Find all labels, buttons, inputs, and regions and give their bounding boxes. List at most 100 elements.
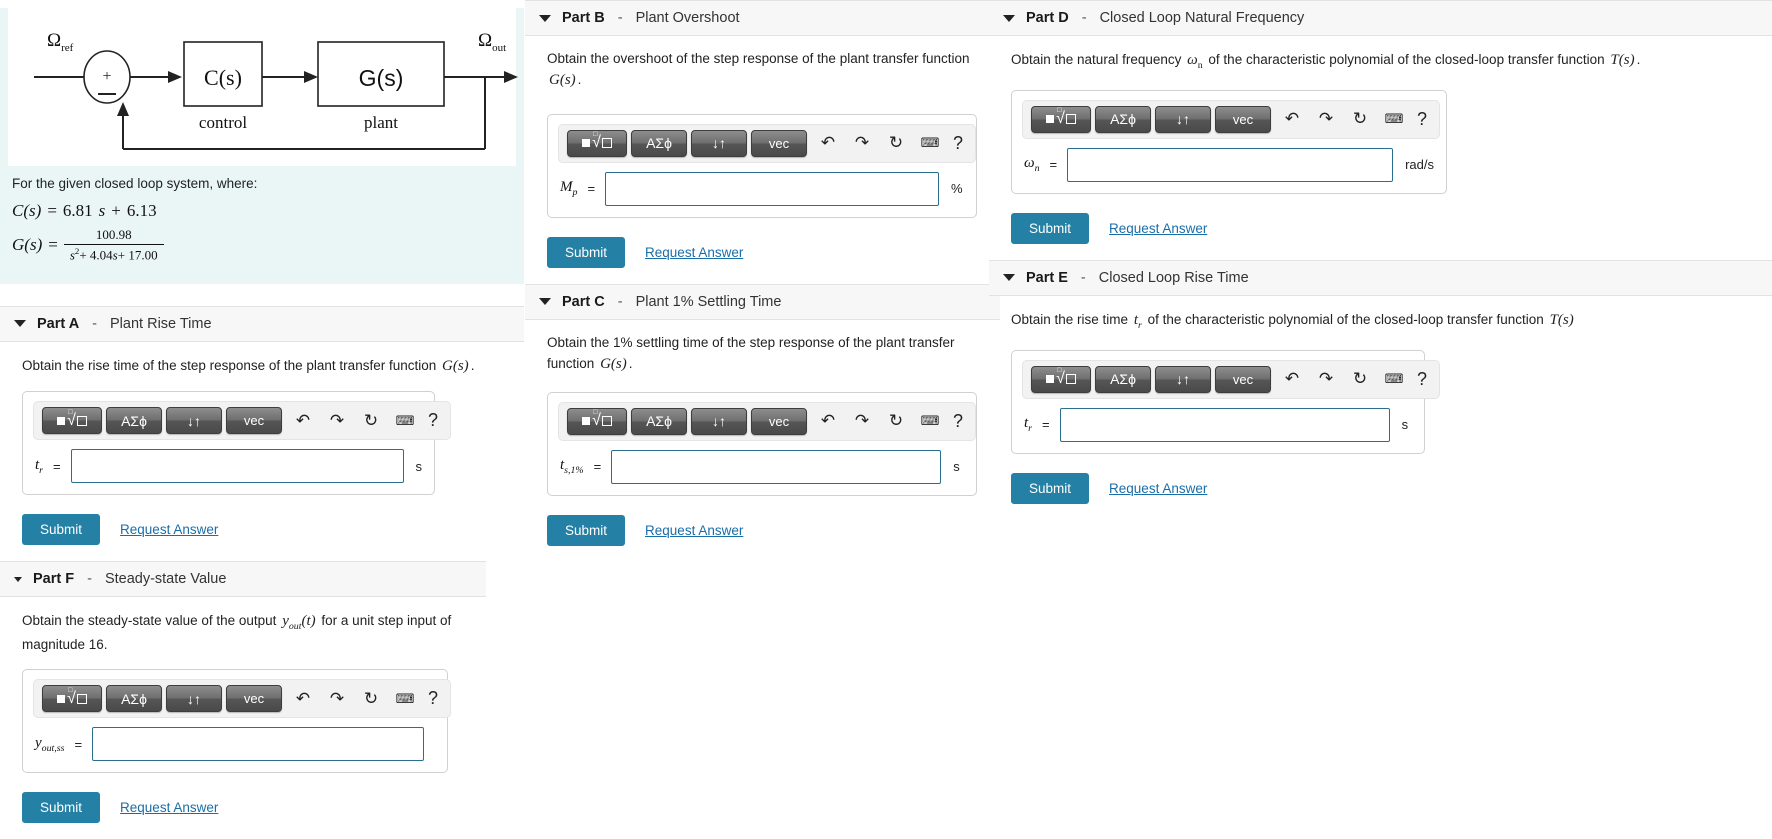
collapse-caret-icon-c[interactable]: [539, 298, 551, 306]
greek-symbols-button[interactable]: ΑΣϕ: [106, 685, 162, 713]
request-answer-link-e[interactable]: Request Answer: [1109, 480, 1208, 496]
redo-icon[interactable]: ↷: [854, 133, 870, 153]
part-body-f: Obtain the steady-state value of the out…: [0, 597, 524, 779]
updown-arrows-button[interactable]: ↓↑: [166, 407, 222, 435]
collapse-caret-icon-e[interactable]: [1003, 274, 1015, 282]
help-icon[interactable]: ?: [1417, 368, 1428, 389]
submit-button-c[interactable]: Submit: [547, 514, 626, 546]
request-answer-link-a[interactable]: Request Answer: [120, 522, 219, 538]
vector-button[interactable]: vec: [751, 129, 807, 157]
part-header-c[interactable]: Part C - Plant 1% Settling Time: [525, 283, 1000, 320]
gs-numerator: 100.98: [63, 227, 164, 246]
redo-icon[interactable]: ↷: [854, 411, 870, 430]
part-header-f[interactable]: Part F - Steady-state Value: [0, 561, 486, 598]
redo-icon[interactable]: ↷: [1318, 369, 1334, 389]
part-question-d-post: .: [1636, 52, 1641, 67]
root-template-button[interactable]: □√: [567, 129, 627, 157]
keyboard-icon[interactable]: ⌨: [1384, 371, 1404, 387]
root-template-button[interactable]: □√: [42, 685, 102, 713]
submit-button-f[interactable]: Submit: [22, 792, 101, 824]
collapse-caret-icon-d[interactable]: [1003, 14, 1015, 22]
submit-button-e[interactable]: Submit: [1011, 472, 1090, 504]
gs-equals: =: [48, 235, 58, 255]
request-answer-link-b[interactable]: Request Answer: [645, 244, 744, 260]
collapse-caret-icon-b[interactable]: [539, 14, 551, 22]
reset-icon[interactable]: ↻: [888, 411, 904, 430]
greek-symbols-button[interactable]: ΑΣϕ: [631, 407, 687, 435]
collapse-caret-icon-a[interactable]: [14, 320, 26, 328]
redo-icon[interactable]: ↷: [329, 410, 345, 430]
updown-arrows-button[interactable]: ↓↑: [691, 129, 747, 157]
submit-button-b[interactable]: Submit: [547, 236, 626, 268]
redo-icon[interactable]: ↷: [329, 688, 345, 708]
answer-input-d[interactable]: [1067, 147, 1394, 182]
greek-symbols-button[interactable]: ΑΣϕ: [106, 407, 162, 435]
answer-card-c: □√ ΑΣϕ ↓↑ vec ↶ ↷ ↻ ⌨ ? ts,1% = s: [547, 391, 977, 496]
collapse-caret-icon-f[interactable]: [14, 576, 22, 582]
undo-icon[interactable]: ↶: [1284, 109, 1300, 129]
part-header-b[interactable]: Part B - Plant Overshoot: [525, 0, 1000, 36]
vector-button[interactable]: vec: [226, 685, 282, 713]
answer-label-c: ts,1%: [560, 457, 584, 476]
root-template-button[interactable]: □√: [42, 407, 102, 435]
reset-icon[interactable]: ↻: [1352, 109, 1368, 129]
answer-equals-a: =: [53, 458, 61, 474]
greek-symbols-button[interactable]: ΑΣϕ: [631, 129, 687, 157]
updown-arrows-label: ↓↑: [187, 690, 201, 707]
part-dash-b: -: [617, 10, 623, 26]
svg-text:Ωref: Ωref: [47, 30, 74, 54]
answer-input-c[interactable]: [611, 449, 942, 484]
part-question-c-post: .: [628, 356, 633, 371]
root-template-button[interactable]: □√: [1031, 365, 1091, 393]
updown-arrows-button[interactable]: ↓↑: [1155, 365, 1211, 393]
keyboard-icon[interactable]: ⌨: [395, 690, 415, 706]
keyboard-icon[interactable]: ⌨: [1384, 111, 1404, 127]
redo-icon[interactable]: ↷: [1318, 109, 1334, 129]
undo-icon[interactable]: ↶: [820, 133, 836, 153]
reset-icon[interactable]: ↻: [363, 688, 379, 708]
answer-input-f[interactable]: [92, 727, 425, 762]
part-header-d[interactable]: Part D - Closed Loop Natural Frequency: [989, 0, 1772, 36]
undo-icon[interactable]: ↶: [295, 410, 311, 430]
undo-icon[interactable]: ↶: [295, 688, 311, 708]
reset-icon[interactable]: ↻: [363, 410, 379, 430]
help-icon[interactable]: ?: [1417, 108, 1428, 129]
updown-arrows-button[interactable]: ↓↑: [691, 407, 747, 435]
undo-icon[interactable]: ↶: [820, 411, 836, 430]
answer-input-e[interactable]: [1059, 407, 1390, 442]
reset-icon[interactable]: ↻: [888, 133, 904, 153]
answer-input-b[interactable]: [605, 171, 940, 206]
reset-icon[interactable]: ↻: [1352, 369, 1368, 389]
greek-symbols-button[interactable]: ΑΣϕ: [1095, 365, 1151, 393]
submit-button-d[interactable]: Submit: [1011, 212, 1090, 244]
request-answer-link-f[interactable]: Request Answer: [120, 800, 219, 816]
root-template-button[interactable]: □√: [1031, 105, 1091, 133]
keyboard-icon[interactable]: ⌨: [920, 135, 940, 151]
answer-label-a: tr: [35, 456, 44, 476]
gs-den-const: 17.00: [128, 247, 158, 263]
help-icon[interactable]: ?: [953, 410, 964, 431]
part-header-e[interactable]: Part E - Closed Loop Rise Time: [989, 259, 1772, 296]
answer-row-b: Mp = %: [558, 171, 966, 206]
keyboard-icon[interactable]: ⌨: [395, 412, 415, 428]
greek-symbols-button[interactable]: ΑΣϕ: [1095, 105, 1151, 133]
vector-button[interactable]: vec: [226, 407, 282, 435]
help-icon[interactable]: ?: [428, 688, 439, 709]
root-template-button[interactable]: □√: [567, 407, 627, 435]
updown-arrows-button[interactable]: ↓↑: [166, 685, 222, 713]
request-answer-link-c[interactable]: Request Answer: [645, 522, 744, 538]
vector-button[interactable]: vec: [751, 407, 807, 435]
part-actions-f: Submit Request Answer: [0, 779, 524, 839]
help-icon[interactable]: ?: [428, 410, 439, 431]
gs-den-exp: 2: [74, 246, 80, 257]
keyboard-icon[interactable]: ⌨: [920, 413, 940, 428]
part-header-a[interactable]: Part A - Plant Rise Time: [0, 305, 524, 342]
vector-button[interactable]: vec: [1215, 105, 1271, 133]
vector-button[interactable]: vec: [1215, 365, 1271, 393]
updown-arrows-button[interactable]: ↓↑: [1155, 105, 1211, 133]
request-answer-link-d[interactable]: Request Answer: [1109, 220, 1208, 236]
answer-input-a[interactable]: [70, 449, 404, 484]
help-icon[interactable]: ?: [953, 132, 964, 153]
undo-icon[interactable]: ↶: [1284, 369, 1300, 389]
submit-button-a[interactable]: Submit: [22, 514, 101, 546]
